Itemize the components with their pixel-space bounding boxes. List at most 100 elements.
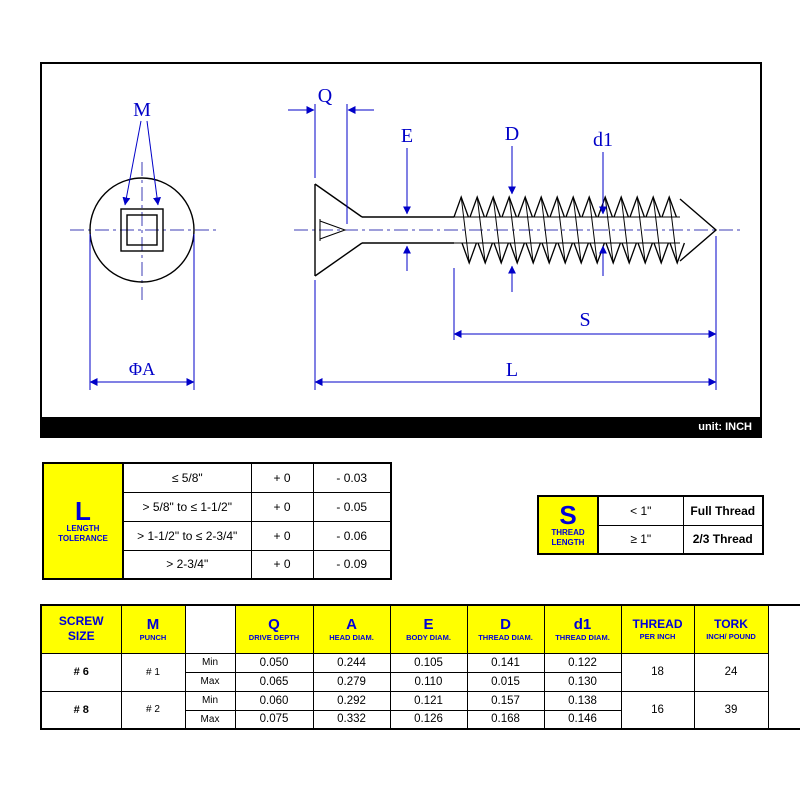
spec-d: 0.168 <box>466 709 545 730</box>
dimension-q <box>288 104 374 224</box>
tolerance-minus: - 0.05 <box>312 491 392 522</box>
spec-tork: 39 <box>693 690 769 730</box>
tolerance-range: ≤ 5/8" <box>122 462 252 493</box>
label-s: S <box>579 309 590 331</box>
spec-table: SCREW SIZE M PUNCH Q DRIVE DEPTH A HEAD … <box>40 604 800 730</box>
label-d: D <box>505 123 519 145</box>
spec-minmax: Max <box>184 709 236 730</box>
screw-drawing: M Q E D d1 S L ΦA <box>70 85 740 390</box>
spec-row-6-max: Max 0.065 0.279 0.110 0.015 0.130 <box>41 671 800 692</box>
spec-minmax: Max <box>184 671 236 692</box>
spec-size: # 8 <box>40 690 122 730</box>
thread-value: 2/3 Thread <box>682 524 764 555</box>
spec-d1: 0.138 <box>543 690 622 711</box>
spec-d1: 0.122 <box>543 652 622 673</box>
thread-profile <box>461 242 686 265</box>
spec-row-8-max: Max 0.075 0.332 0.126 0.168 0.146 <box>41 709 800 730</box>
spec-header-tork: TORK INCH/ POUND <box>693 604 769 654</box>
tolerance-subtitle-1: LENGTH <box>66 524 100 533</box>
spec-header-screw-size: SCREW SIZE <box>40 604 122 654</box>
spec-d: 0.015 <box>466 671 545 692</box>
tolerance-title: L <box>75 496 91 526</box>
centerlines <box>70 162 740 300</box>
spec-tork: 24 <box>693 652 769 692</box>
dimension-dia-a <box>89 234 195 390</box>
unit-bar: unit: INCH <box>42 417 760 436</box>
dimension-labels: M Q E D d1 S L ΦA <box>129 85 613 381</box>
thread-condition: ≥ 1" <box>597 524 684 555</box>
spec-a: 0.332 <box>312 709 391 730</box>
spec-header-m-punch: M PUNCH <box>120 604 186 654</box>
spec-q: 0.060 <box>234 690 314 711</box>
tolerance-plus: + 0 <box>250 520 314 551</box>
thread-title-cell: S THREAD LENGTH <box>537 495 599 555</box>
spec-d: 0.141 <box>466 652 545 673</box>
drive-recess-section <box>319 220 347 240</box>
thread-profile <box>453 195 678 218</box>
spec-row-8-min: # 8 # 2 Min 0.060 0.292 0.121 0.157 0.13… <box>40 690 800 730</box>
thread-title: S <box>559 500 577 530</box>
spec-d1: 0.130 <box>543 671 622 692</box>
spec-header-d: D THREAD DIAM. <box>466 604 545 654</box>
spec-e: 0.126 <box>389 709 468 730</box>
spec-minmax: Min <box>184 652 236 673</box>
spec-a: 0.244 <box>312 652 391 673</box>
tolerance-title-cell: L LENGTH TOLERANCE <box>42 462 124 580</box>
label-q: Q <box>318 85 333 107</box>
dimensions <box>89 104 717 390</box>
spec-e: 0.110 <box>389 671 468 692</box>
spec-punch: # 1 <box>120 652 186 692</box>
label-dia-a: ΦA <box>129 359 155 379</box>
dimension-m-leaders <box>122 120 161 206</box>
thread-profile <box>460 196 678 264</box>
tolerance-minus: - 0.09 <box>312 549 392 580</box>
screw-side-view <box>314 183 718 277</box>
tolerance-minus: - 0.06 <box>312 520 392 551</box>
thread-value: Full Thread <box>682 495 764 526</box>
square-recess-outer <box>120 208 164 252</box>
spec-q: 0.075 <box>234 709 314 730</box>
spec-punch: # 2 <box>120 690 186 730</box>
thread-teeth <box>453 195 686 265</box>
spec-thread-per-inch: 18 <box>620 652 695 692</box>
spec-header-a: A HEAD DIAM. <box>312 604 391 654</box>
spec-a: 0.292 <box>312 690 391 711</box>
spec-row-6-min: # 6 # 1 Min 0.050 0.244 0.105 0.141 0.12… <box>40 652 800 692</box>
spec-thread-per-inch: 16 <box>620 690 695 730</box>
length-tolerance-table: L LENGTH TOLERANCE ≤ 5/8" + 0 - 0.03 > 5… <box>42 462 392 580</box>
technical-drawing-box: M Q E D d1 S L ΦA unit: INCH <box>40 62 762 438</box>
label-d1: d1 <box>593 129 613 151</box>
spec-header-q: Q DRIVE DEPTH <box>234 604 314 654</box>
spec-e: 0.121 <box>389 690 468 711</box>
spec-q: 0.050 <box>234 652 314 673</box>
spec-header-d1: d1 THREAD DIAM. <box>543 604 622 654</box>
tolerance-plus: + 0 <box>250 462 314 493</box>
spec-size: # 6 <box>40 652 122 692</box>
spec-a: 0.279 <box>312 671 391 692</box>
tolerance-subtitle-2: TOLERANCE <box>58 534 108 543</box>
spec-header-e: E BODY DIAM. <box>389 604 468 654</box>
spec-header-row: SCREW SIZE M PUNCH Q DRIVE DEPTH A HEAD … <box>40 604 800 654</box>
spec-header-blank <box>184 604 236 654</box>
spec-d1: 0.146 <box>543 709 622 730</box>
spec-q: 0.065 <box>234 671 314 692</box>
label-l: L <box>506 359 518 381</box>
thread-subtitle-2: LENGTH <box>551 538 585 547</box>
spec-header-thread: THREAD PER INCH <box>620 604 695 654</box>
spec-e: 0.105 <box>389 652 468 673</box>
head-circle <box>89 177 195 283</box>
spec-d: 0.157 <box>466 690 545 711</box>
thread-condition: < 1" <box>597 495 684 526</box>
screw-point <box>679 198 718 262</box>
tolerance-minus: - 0.03 <box>312 462 392 493</box>
tolerance-range: > 1-1/2" to ≤ 2-3/4" <box>122 520 252 551</box>
unit-label: unit: INCH <box>698 420 752 433</box>
dimension-l <box>314 280 717 390</box>
tolerance-range: > 5/8" to ≤ 1-1/2" <box>122 491 252 522</box>
label-e: E <box>401 125 413 147</box>
spec-minmax: Min <box>184 690 236 711</box>
head-top-view <box>89 177 195 283</box>
tolerance-plus: + 0 <box>250 549 314 580</box>
tolerance-range: > 2-3/4" <box>122 549 252 580</box>
